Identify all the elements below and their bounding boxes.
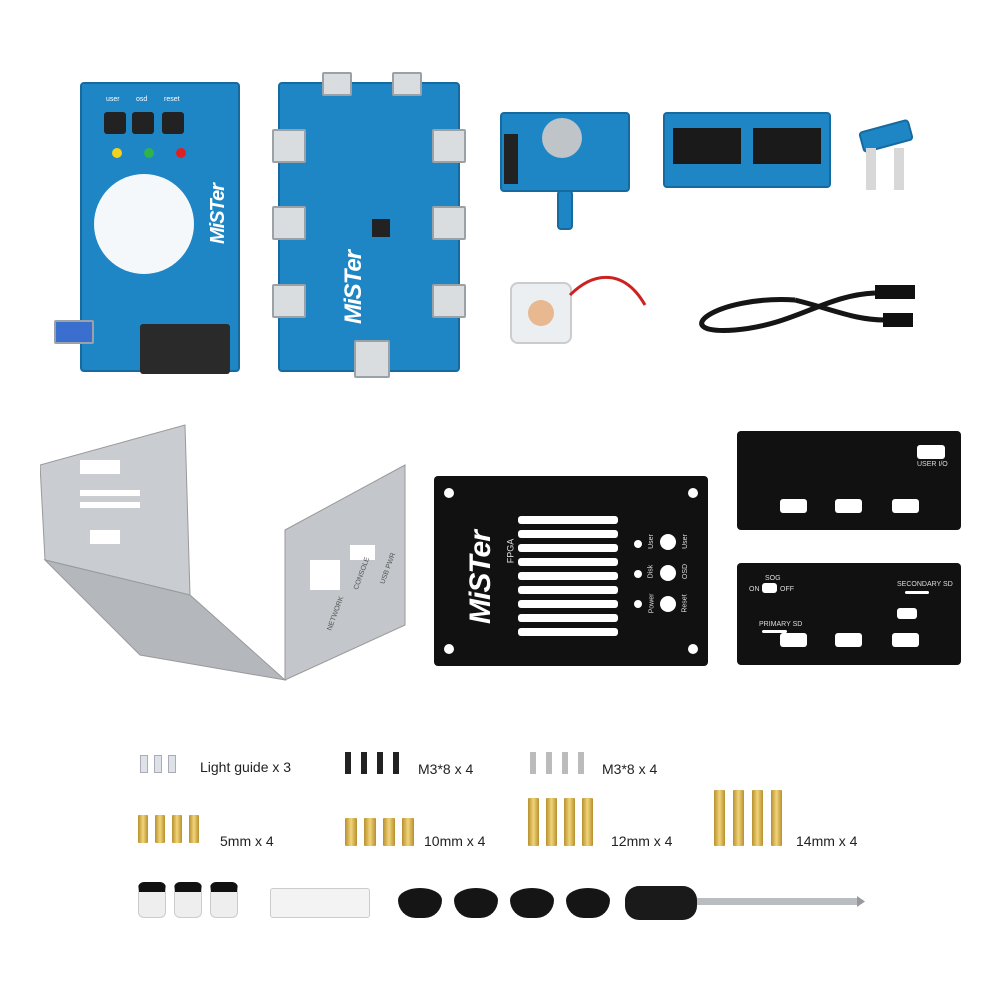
standoffs-14mm bbox=[714, 790, 782, 851]
button-hole bbox=[660, 534, 676, 550]
rubber-feet bbox=[398, 888, 610, 923]
fan-cable bbox=[568, 275, 647, 306]
secondary-sd-label: SECONDARY SD bbox=[897, 581, 953, 588]
sog-switch-cutout bbox=[762, 583, 777, 593]
off-label: OFF bbox=[780, 586, 794, 593]
button-label: OSD bbox=[682, 563, 690, 580]
usb-cutout bbox=[835, 499, 862, 513]
chip bbox=[372, 219, 390, 237]
adapter-leg bbox=[866, 148, 876, 190]
cooling-fan bbox=[510, 282, 572, 344]
usb-port bbox=[432, 129, 466, 163]
usb-cutout bbox=[780, 499, 807, 513]
standoffs-10mm bbox=[345, 818, 414, 851]
hardware-label: 5mm x 4 bbox=[220, 833, 274, 849]
primary-sd-label: PRIMARY SD bbox=[759, 621, 803, 628]
button-caps bbox=[138, 882, 238, 923]
standoffs-12mm bbox=[528, 798, 593, 851]
rear-panel-top: USER I/O bbox=[737, 431, 961, 530]
button-label: user bbox=[106, 96, 120, 103]
usb-cutout bbox=[892, 633, 919, 647]
led-hole bbox=[634, 570, 642, 578]
button-reset bbox=[162, 112, 184, 134]
fan-hub bbox=[528, 300, 554, 326]
sdram-board bbox=[663, 112, 831, 188]
button-hole bbox=[660, 565, 676, 581]
usb-port bbox=[272, 129, 306, 163]
power-y-cable bbox=[699, 285, 915, 333]
usb-port bbox=[54, 320, 94, 344]
io-board: user osd reset MiSTer bbox=[54, 82, 240, 374]
screw-hole bbox=[444, 644, 454, 654]
led-green bbox=[144, 148, 154, 158]
ram-chip bbox=[753, 128, 821, 164]
led-hole bbox=[634, 600, 642, 608]
led-yellow bbox=[112, 148, 122, 158]
usb-cutout bbox=[780, 633, 807, 647]
standoffs-5mm bbox=[138, 815, 199, 848]
hardware-label: M3*8 x 4 bbox=[602, 761, 658, 777]
button-bracket bbox=[270, 888, 370, 918]
light-guides bbox=[140, 755, 176, 778]
hardware-label: 10mm x 4 bbox=[424, 833, 486, 849]
button-hole bbox=[660, 596, 676, 612]
hardware-label: Light guide x 3 bbox=[200, 759, 292, 775]
led-label: Disk bbox=[647, 564, 655, 579]
logo: MiSTer bbox=[464, 531, 497, 624]
sub-logo: FPGA bbox=[505, 538, 516, 564]
rtc-board-tab bbox=[557, 190, 573, 230]
black-screws bbox=[345, 752, 399, 779]
gpio-header bbox=[504, 134, 518, 184]
logo: MiSTer bbox=[207, 184, 229, 244]
usb-port bbox=[392, 72, 422, 96]
front-panel: MiSTer FPGA User Disk Power User OSD Res… bbox=[434, 476, 708, 666]
usb-c-port bbox=[322, 72, 352, 96]
logo: MiSTer bbox=[340, 250, 367, 324]
usb-hub-board: MiSTer bbox=[272, 72, 466, 378]
usb-port bbox=[432, 206, 466, 240]
primary-sd-slot bbox=[762, 630, 787, 633]
vga-connector bbox=[140, 324, 230, 374]
sog-label: SOG bbox=[765, 575, 781, 582]
usb-port bbox=[432, 284, 466, 318]
vent-slots bbox=[518, 516, 618, 636]
button-osd bbox=[132, 112, 154, 134]
hardware-label: 14mm x 4 bbox=[796, 833, 858, 849]
led-red bbox=[176, 148, 186, 158]
screw-hole bbox=[688, 644, 698, 654]
adapter-leg bbox=[894, 148, 904, 190]
usb-cutout bbox=[892, 499, 919, 513]
coin-battery-holder bbox=[542, 118, 582, 158]
fan-cutout bbox=[94, 174, 194, 274]
usb-port bbox=[272, 206, 306, 240]
button-label: User bbox=[681, 534, 689, 549]
screwdriver bbox=[625, 886, 865, 920]
usb-cutout bbox=[835, 633, 862, 647]
button-label: Reset bbox=[681, 594, 689, 613]
metal-chassis bbox=[40, 424, 406, 681]
button-label: reset bbox=[164, 96, 180, 103]
user-io-port bbox=[917, 445, 945, 459]
screw-hole bbox=[688, 488, 698, 498]
led-label: Power bbox=[648, 593, 656, 614]
button-user bbox=[104, 112, 126, 134]
hardware-label: M3*8 x 4 bbox=[418, 761, 474, 777]
screw-hole bbox=[444, 488, 454, 498]
led-label: User bbox=[647, 534, 655, 549]
usb-port bbox=[354, 340, 390, 378]
silver-screws bbox=[530, 752, 584, 779]
button-label: osd bbox=[136, 96, 148, 103]
secondary-sd-slot bbox=[905, 591, 929, 594]
led-hole bbox=[634, 540, 642, 548]
usb-port bbox=[272, 284, 306, 318]
ram-chip bbox=[673, 128, 741, 164]
rtc-board bbox=[500, 112, 630, 192]
user-io-label: USER I/O bbox=[917, 461, 948, 468]
on-label: ON bbox=[749, 586, 760, 593]
rear-panel-bottom: SOG ON OFF SECONDARY SD PRIMARY SD bbox=[737, 563, 961, 665]
hardware-label: 12mm x 4 bbox=[611, 833, 673, 849]
port-cutout bbox=[897, 608, 917, 619]
